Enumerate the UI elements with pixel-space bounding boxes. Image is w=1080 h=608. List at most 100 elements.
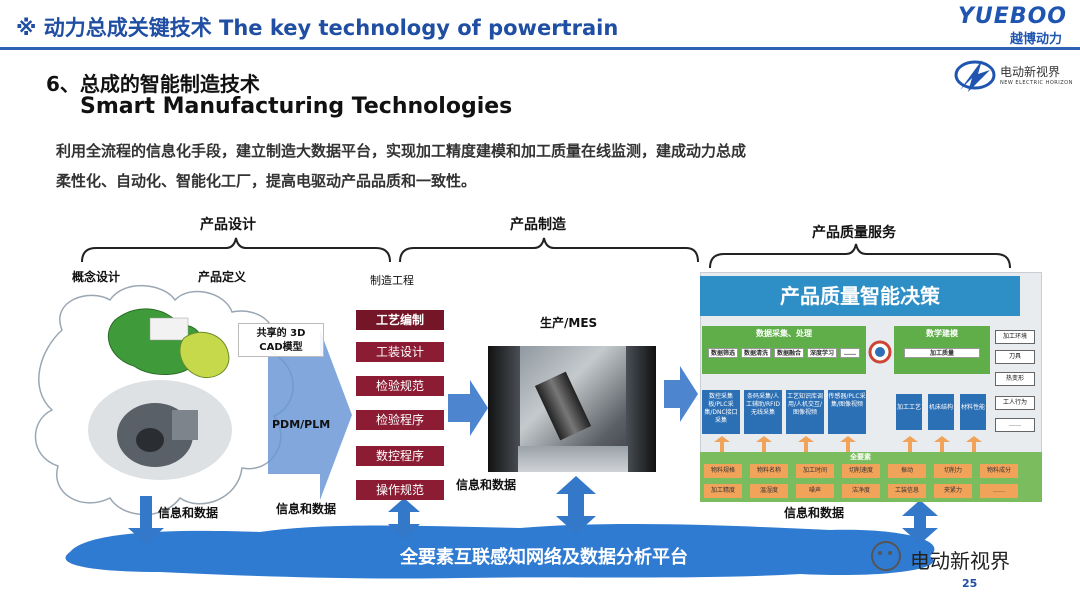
math-model-panel: 数学建模 加工质量	[894, 326, 990, 374]
element-row-2: 加工精度 温湿度 噪声 洁净度 工装信息 夹紧力 ……	[704, 484, 1018, 498]
brand2-text: 电动新视界	[1000, 65, 1061, 79]
shared-cad-line-1: 共享的 3D	[256, 328, 306, 339]
source-cell-1: 数控采集板/PLC采集/DNC接口采集	[702, 390, 740, 434]
info-data-label-design: 信息和数据	[158, 506, 219, 520]
design-brace	[81, 237, 391, 263]
element-chip: 物料规格	[704, 464, 742, 478]
element-chip: 物料成分	[980, 464, 1018, 478]
gearbox-hub	[136, 428, 164, 452]
section-subtitle: Smart Manufacturing Technologies	[80, 94, 513, 119]
wechat-icon	[871, 541, 901, 571]
production-mes-label: 生产/MES	[540, 316, 598, 330]
element-chip: ……	[980, 484, 1018, 498]
updown-arrow-mes	[556, 476, 596, 534]
footer-brand: 电动新视界	[910, 549, 1010, 573]
updown-arrow-process	[388, 498, 420, 540]
collect-chip-1: 数据筛选	[708, 348, 738, 358]
updown-arrow-quality	[902, 500, 938, 544]
page-number: 25	[962, 577, 978, 590]
updown-arrow-design	[128, 496, 164, 544]
data-collection-panel: 数据采集、处理 数据筛选 数据清洗 数据融合 深度学习 ……	[702, 326, 866, 374]
machine-spindle	[534, 371, 592, 441]
arrow-process-to-mes	[448, 380, 488, 436]
yueboo-logo: YUEBOO	[958, 4, 1067, 29]
description-line-1: 利用全流程的信息化手段，建立制造大数据平台，实现加工精度建模和加工质量在线监测，…	[56, 142, 747, 160]
factor-cell-1: 加工工艺	[896, 394, 922, 430]
quality-brace	[709, 243, 1011, 269]
element-chip: 洁净度	[842, 484, 880, 498]
side-item-4: 工人行为	[995, 396, 1035, 410]
quality-decision-title: 产品质量智能决策	[700, 276, 1020, 316]
concept-design-label: 概念设计	[72, 270, 121, 284]
cad-model-shape-2	[179, 331, 230, 379]
element-chip: 工装信息	[888, 484, 926, 498]
yueboo-logo-sub: 越博动力	[1010, 32, 1063, 47]
element-chip: 切削速度	[842, 464, 880, 478]
process-step-2: 工装设计	[356, 342, 444, 362]
cnc-machine-image	[488, 346, 656, 472]
machine-door-left	[488, 346, 520, 472]
header-title: ※ 动力总成关键技术 The key technology of powertr…	[16, 16, 619, 40]
element-chip: 夹紧力	[934, 484, 972, 498]
source-cell-2: 条码采集/人工辅助/RFID无线采集	[744, 390, 782, 434]
machine-bed	[518, 446, 628, 472]
element-chip: 切削力	[934, 464, 972, 478]
element-chip: 噪声	[796, 484, 834, 498]
info-data-label-process: 信息和数据	[276, 502, 337, 516]
factor-cell-3: 材料性能	[960, 394, 986, 430]
gearbox-flange	[172, 410, 198, 440]
phase-design-label: 产品设计	[200, 217, 256, 233]
shared-cad-box: 共享的 3D CAD模型	[238, 323, 324, 357]
side-item-2: 刀具	[995, 350, 1035, 364]
element-chip: 加工时间	[796, 464, 834, 478]
machine-door-right	[626, 346, 656, 472]
manufacturing-brace	[399, 237, 699, 263]
source-cell-3: 工艺知识库调用/人机交互/图像视频	[786, 390, 824, 434]
process-step-5: 数控程序	[356, 446, 444, 466]
element-chip: 振动	[888, 464, 926, 478]
section-description: 利用全流程的信息化手段，建立制造大数据平台，实现加工精度建模和加工质量在线监测，…	[56, 136, 916, 196]
math-model-title: 数学建模	[926, 329, 958, 338]
process-step-3: 检验规范	[356, 376, 444, 396]
pdm-plm-label: PDM/PLM	[272, 418, 331, 431]
source-cell-4: 传感器/PLC采集/图像视频	[828, 390, 866, 434]
collect-chip-3: 数据融合	[774, 348, 804, 358]
element-chip: 温湿度	[750, 484, 788, 498]
platform-label: 全要素互联感知网络及数据分析平台	[400, 547, 688, 568]
element-row-1: 物料规格 物料名称 加工时间 切削速度 振动 切削力 物料成分	[704, 464, 1018, 478]
electric-horizon-logo-icon	[954, 60, 996, 92]
section-title: 6、总成的智能制造技术	[46, 72, 260, 96]
model-chip: 加工质量	[904, 348, 980, 358]
manufacturing-engineering-label: 制造工程	[370, 274, 414, 287]
collect-chip-2: 数据清洗	[741, 348, 771, 358]
info-data-label-quality: 信息和数据	[784, 506, 845, 520]
arrow-mes-to-quality	[664, 366, 698, 422]
data-collection-title: 数据采集、处理	[756, 329, 812, 338]
phase-manufacturing-label: 产品制造	[510, 217, 566, 233]
platform-cloud	[65, 524, 935, 579]
process-step-6: 操作规范	[356, 480, 444, 500]
product-definition-label: 产品定义	[198, 270, 247, 284]
phase-quality-label: 产品质量服务	[812, 225, 896, 241]
upward-arrows	[714, 436, 982, 452]
element-chip: 加工精度	[704, 484, 742, 498]
side-item-5: ……	[995, 418, 1035, 432]
collect-chip-5: ……	[840, 348, 860, 358]
pdm-arrow	[268, 330, 352, 500]
collect-chip-4: 深度学习	[807, 348, 837, 358]
element-chip: 物料名称	[750, 464, 788, 478]
all-elements-title: 全要素	[850, 453, 871, 461]
factor-cell-2: 机床结构	[928, 394, 954, 430]
description-line-2: 柔性化、自动化、智能化工厂，提高电驱动产品品质和一致性。	[56, 172, 477, 190]
brand2-sub: NEW ELECTRIC HORIZON	[1000, 80, 1073, 86]
process-step-1: 工艺编制	[356, 310, 444, 330]
cad-model-window	[149, 317, 189, 341]
side-item-3: 热变形	[995, 372, 1035, 386]
process-step-4: 检验程序	[356, 410, 444, 430]
header-divider	[0, 47, 1080, 50]
info-data-label-mes: 信息和数据	[456, 478, 517, 492]
sync-icon	[868, 340, 892, 364]
shared-cad-line-2: CAD模型	[259, 342, 303, 353]
side-item-1: 加工环境	[995, 330, 1035, 344]
